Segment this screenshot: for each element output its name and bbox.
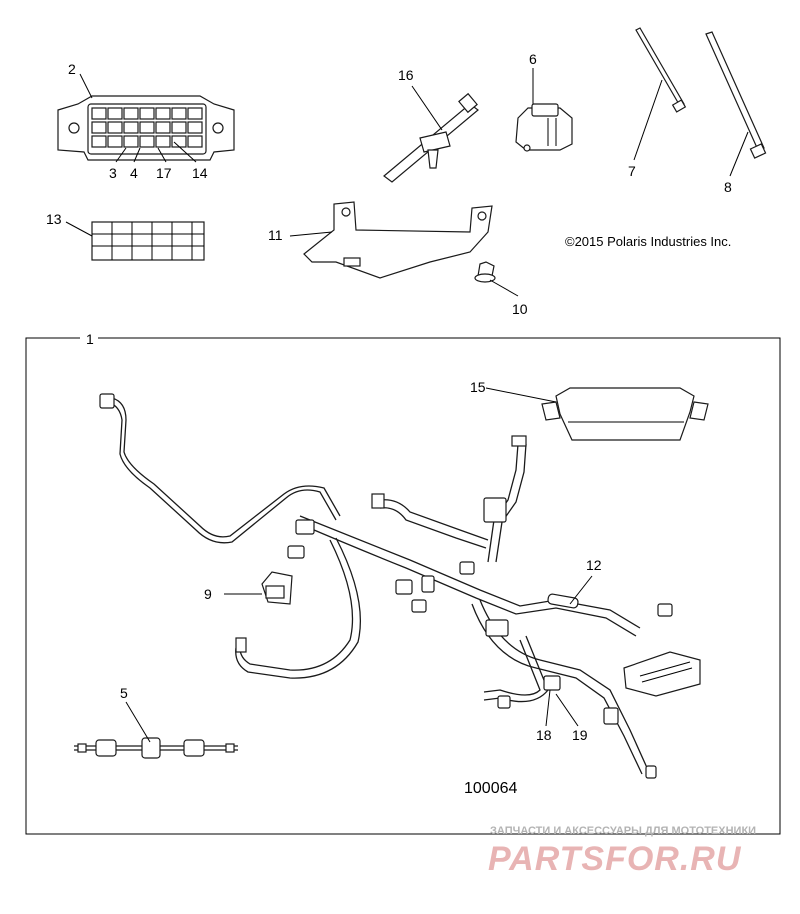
inline-fuse-holder <box>74 737 238 759</box>
fuse-relay-box <box>57 95 235 161</box>
callout-4: 4 <box>130 165 138 181</box>
watermark-tagline: ЗАПЧАСТИ И АКСЕССУАРЫ ДЛЯ МОТОТЕХНИКИ <box>490 825 756 837</box>
callout-2: 2 <box>68 61 76 77</box>
callout-6: 6 <box>529 51 537 67</box>
callout-14: 14 <box>192 165 208 181</box>
callout-9: 9 <box>204 586 212 602</box>
callout-12: 12 <box>586 557 602 573</box>
callout-5: 5 <box>120 685 128 701</box>
relay-bracket <box>261 571 293 605</box>
callout-3: 3 <box>109 165 117 181</box>
cable-tie-8 <box>705 31 767 159</box>
push-rivet <box>474 261 496 283</box>
watermark-logo: PARTSFOR.RU <box>488 840 742 878</box>
mounting-bracket <box>303 201 493 279</box>
callout-7: 7 <box>628 163 636 179</box>
copyright-text: ©2015 Polaris Industries Inc. <box>565 234 731 249</box>
callout-13: 13 <box>46 211 62 227</box>
callout-17: 17 <box>156 165 172 181</box>
label-decal <box>91 221 205 261</box>
callout-19: 19 <box>572 727 588 743</box>
callout-labels: 1 2 3 4 5 6 7 8 9 10 11 12 13 14 15 16 1… <box>46 51 732 743</box>
callout-15: 15 <box>470 379 486 395</box>
cable-tie-7 <box>635 27 687 113</box>
callout-16: 16 <box>398 67 414 83</box>
callout-11: 11 <box>268 227 283 243</box>
harness-cover <box>541 387 709 441</box>
diagram-number: 100064 <box>464 780 517 797</box>
callout-18: 18 <box>536 727 552 743</box>
leader-lines <box>65 68 749 743</box>
connector-6 <box>515 103 573 152</box>
push-mount-cable-tie <box>383 92 479 183</box>
harness-assembly-frame <box>25 337 781 835</box>
callout-1: 1 <box>86 331 94 347</box>
main-wiring-harness <box>99 393 701 779</box>
callout-8: 8 <box>724 179 732 195</box>
callout-10: 10 <box>512 301 528 317</box>
